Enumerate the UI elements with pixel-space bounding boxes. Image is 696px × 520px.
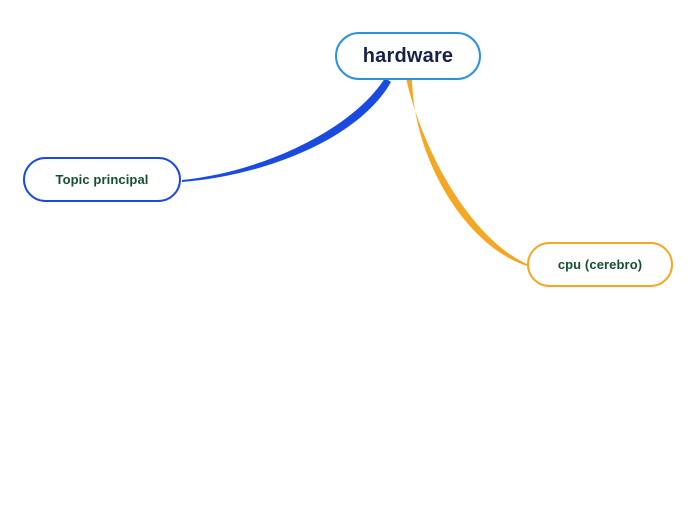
mindmap-node-topic-principal-label: Topic principal (55, 172, 149, 187)
mindmap-node-root[interactable]: hardware (335, 32, 481, 80)
edge-root-topic-principal (182, 78, 391, 182)
edge-root-cpu (406, 78, 527, 266)
mindmap-node-cpu[interactable]: cpu (cerebro) (527, 242, 673, 287)
mindmap-node-topic-principal[interactable]: Topic principal (23, 157, 181, 202)
mindmap-node-cpu-label: cpu (cerebro) (557, 257, 643, 272)
mindmap-node-root-label: hardware (362, 45, 454, 67)
